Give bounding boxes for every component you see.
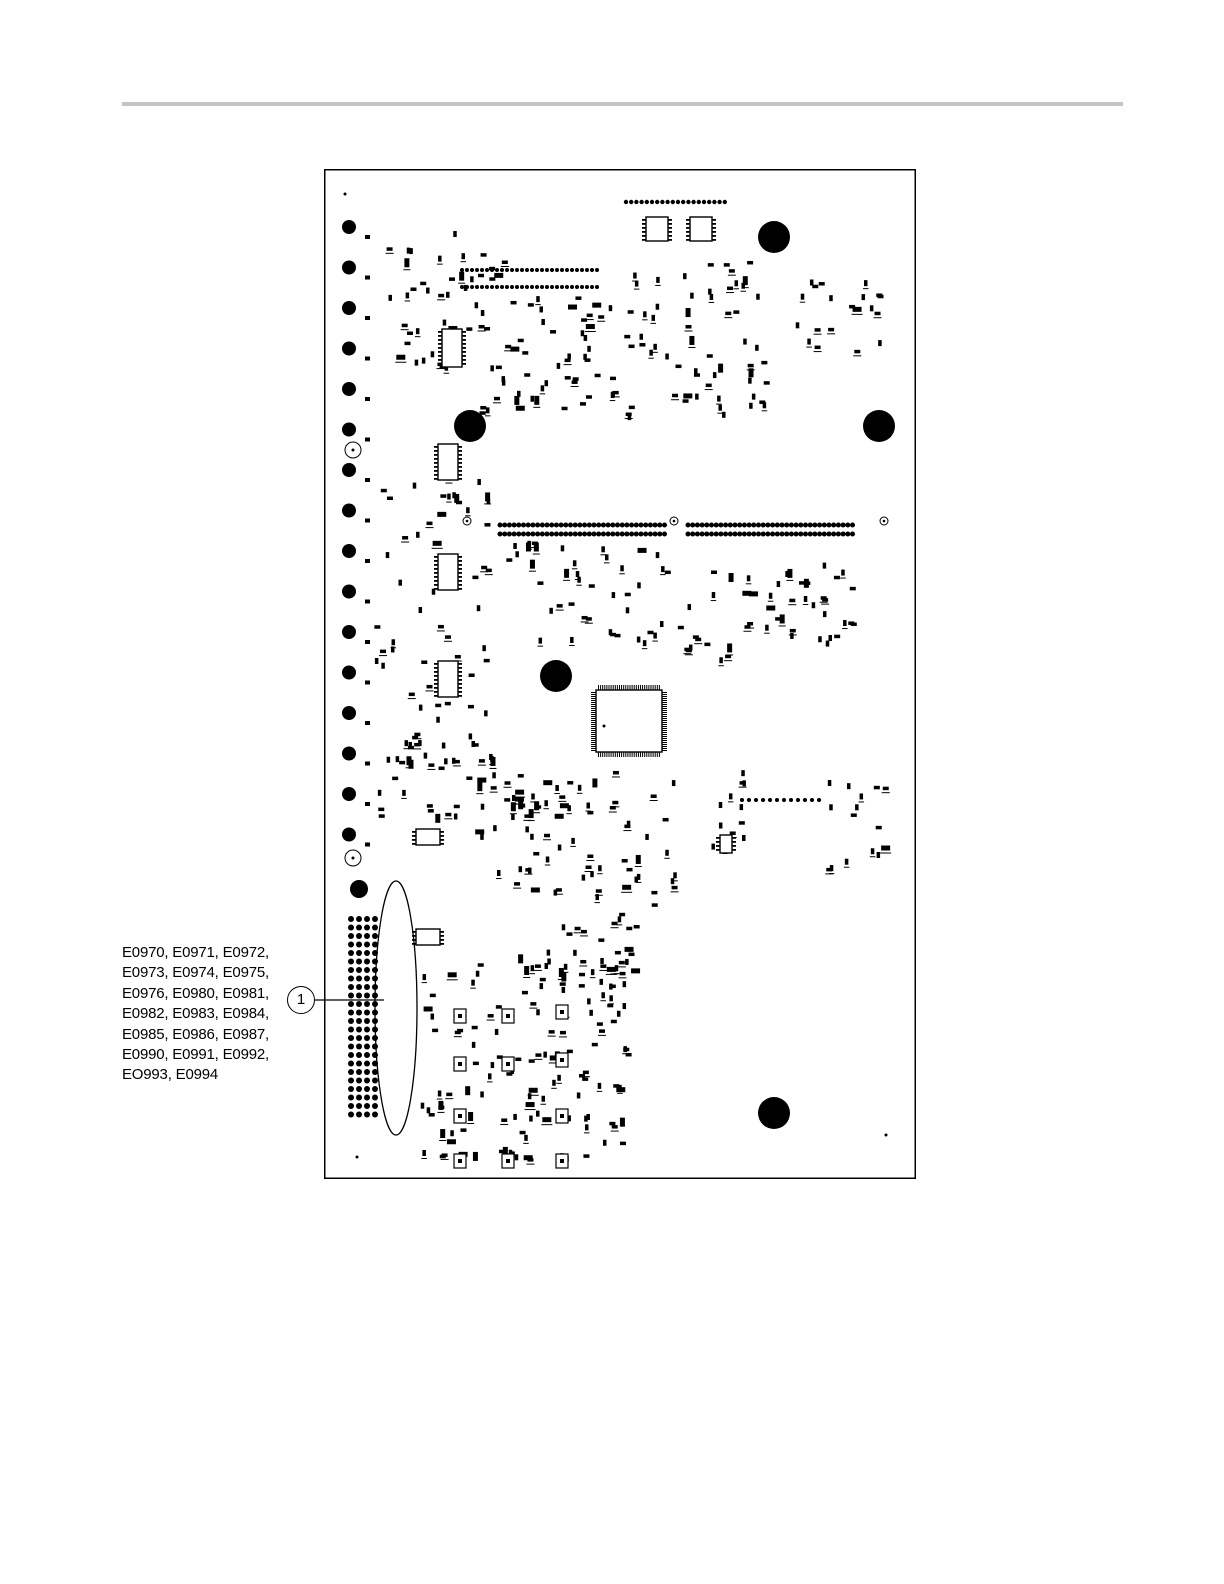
callout-label: E0970, E0971, E0972, E0973, E0974, E0975…: [122, 943, 282, 1086]
callout-number: 1: [287, 986, 315, 1014]
callout-ellipse: [375, 881, 417, 1135]
callout-ref-line: E0973, E0974, E0975,: [122, 963, 282, 983]
callout-ref-line: E0990, E0991, E0992,: [122, 1045, 282, 1065]
callout-ref-line: E0985, E0986, E0987,: [122, 1025, 282, 1045]
callout-ref-line: EO993, E0994: [122, 1065, 282, 1085]
callout-ref-line: E0976, E0980, E0981,: [122, 984, 282, 1004]
callout-ref-line: E0982, E0983, E0984,: [122, 1004, 282, 1024]
callout-ref-line: E0970, E0971, E0972,: [122, 943, 282, 963]
